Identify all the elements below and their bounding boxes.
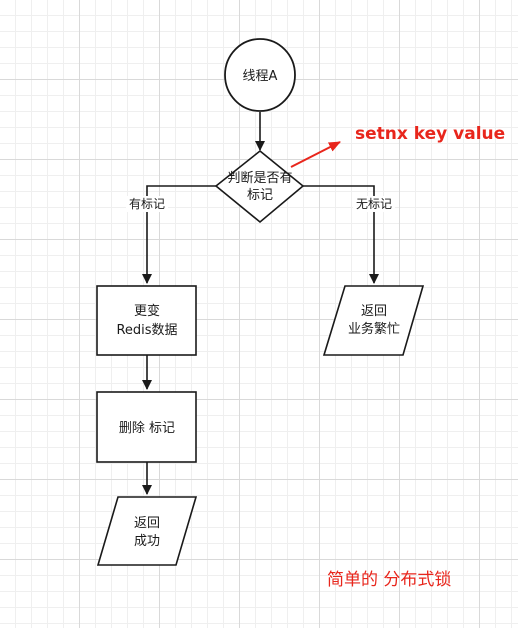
- command-annotation: setnx key value: [355, 124, 505, 144]
- edge-decision-update: [142, 185, 216, 284]
- delete-mark-node: [96, 391, 197, 463]
- annotation-arrow: [290, 141, 341, 168]
- update-redis-label-line1: 更变: [134, 303, 160, 319]
- update-redis-label-line2: Redis数据: [116, 323, 177, 338]
- edge-label-has-mark: 有标记: [129, 197, 165, 211]
- update-redis-node: [96, 285, 197, 356]
- connectors: [142, 112, 379, 495]
- return-success-node: [96, 496, 198, 566]
- edge-label-no-mark: 无标记: [356, 197, 392, 211]
- return-busy-node: [322, 285, 425, 356]
- return-success-label-line1: 返回: [134, 516, 160, 531]
- start-node-label: 线程A: [243, 69, 278, 84]
- decision-node-label-line1: 判断是否有: [227, 171, 292, 186]
- edge-label-no-mark-bg: [353, 196, 395, 212]
- start-node: [224, 38, 296, 112]
- decision-node-label-line2: 标记: [247, 188, 273, 203]
- caption-annotation: 简单的 分布式锁: [327, 570, 451, 590]
- decision-node: [214, 149, 305, 224]
- return-success-label-line2: 成功: [134, 534, 160, 549]
- delete-mark-label: 删除 标记: [119, 421, 175, 436]
- edge-decision-busy: [303, 185, 379, 284]
- return-busy-label-line1: 返回: [361, 304, 387, 319]
- edge-label-has-mark-bg: [126, 196, 168, 212]
- return-busy-label-line2: 业务繁忙: [348, 321, 400, 337]
